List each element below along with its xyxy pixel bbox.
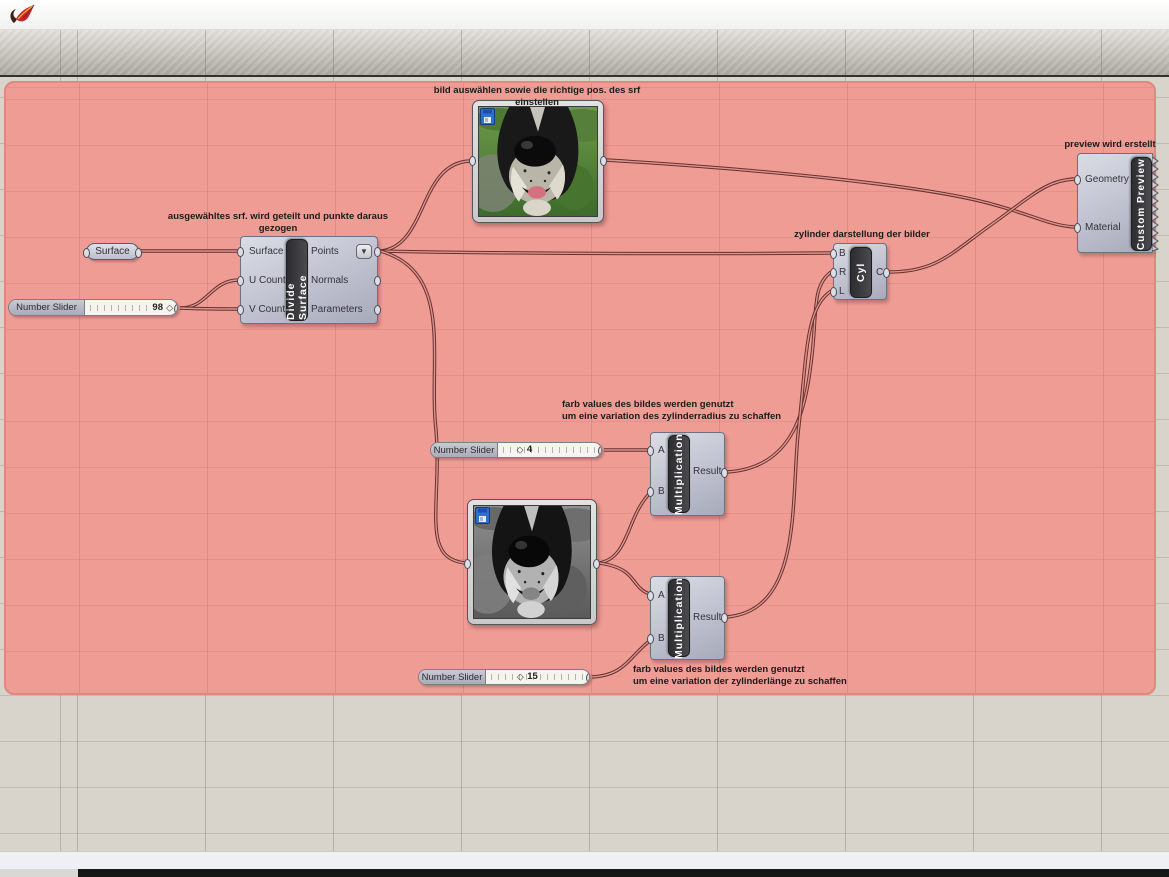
- divide-input-ucount-label: U Count: [249, 275, 286, 286]
- surface-param-output-nub[interactable]: [135, 248, 142, 258]
- note-image-select: bild auswählen sowie die richtige pos. d…: [433, 85, 641, 108]
- bottom-black-bar: [78, 869, 1169, 877]
- slider-radius-output-nub[interactable]: [598, 446, 601, 456]
- divide-output-parameters-nub[interactable]: [374, 305, 381, 315]
- slider-count-output-nub[interactable]: [174, 304, 177, 314]
- cyl-name-capsule[interactable]: Cyl: [850, 247, 872, 298]
- mult2-output-result-nub[interactable]: [721, 613, 728, 623]
- status-strip: [0, 851, 1169, 869]
- image-component-gray[interactable]: [464, 499, 600, 625]
- mult2-input-a-nub[interactable]: [647, 591, 654, 601]
- cyl-input-b-nub[interactable]: [830, 249, 837, 259]
- mult2-input-b-label: B: [658, 633, 665, 644]
- slider-radius-ticks: [503, 447, 595, 453]
- image-component-color[interactable]: [469, 100, 607, 223]
- slider-length-track[interactable]: ◇ 15: [486, 670, 589, 684]
- image-gray-input-nub[interactable]: [464, 559, 471, 569]
- note-divide: ausgewähltes srf. wird geteilt und punkt…: [167, 211, 389, 234]
- divide-surface-name-capsule[interactable]: Divide Surface: [285, 239, 309, 321]
- mult1-input-b-label: B: [658, 486, 665, 497]
- divide-input-vcount-label: V Count: [249, 304, 286, 315]
- mult2-name-capsule[interactable]: Multiplication: [668, 577, 690, 659]
- divide-input-ucount-nub[interactable]: [237, 276, 244, 286]
- cyl-output-c-label: C: [876, 267, 884, 278]
- slider-length-grip-icon[interactable]: ◇: [516, 671, 524, 682]
- dog-photo-gray: [473, 505, 591, 619]
- slider-length-output-nub[interactable]: [586, 673, 589, 683]
- slider-count-grip-icon[interactable]: ◇: [166, 301, 173, 312]
- canvas-top-hatch-band: [0, 30, 1169, 77]
- divide-input-surface-label: Surface: [249, 246, 284, 257]
- slider-radius-track[interactable]: ◇ 4: [498, 443, 601, 457]
- no-output-zigzag-edge: [1152, 157, 1159, 251]
- preview-input-material-label: Material: [1085, 222, 1121, 233]
- divide-output-points-label: Points: [311, 246, 339, 257]
- cyl-input-r-nub[interactable]: [830, 268, 837, 278]
- custom-preview-name-capsule[interactable]: Custom Preview: [1131, 157, 1152, 251]
- bitmap-file-icon: [480, 108, 495, 125]
- cyl-input-r-label: R: [839, 267, 847, 278]
- slider-count-value: 98: [152, 301, 163, 313]
- divide-output-points-nub[interactable]: [374, 247, 381, 257]
- preview-input-geometry-nub[interactable]: [1074, 175, 1081, 185]
- slider-radius-label: Number Slider: [431, 443, 498, 457]
- grasshopper-logo-icon: [10, 4, 35, 23]
- bottom-left-corner: [0, 869, 78, 877]
- slider-length-ticks: [491, 674, 583, 680]
- slider-length-label: Number Slider: [419, 670, 486, 684]
- mult1-input-a-nub[interactable]: [647, 446, 654, 456]
- divide-output-parameters-label: Parameters: [311, 304, 363, 315]
- divide-input-vcount-nub[interactable]: [237, 305, 244, 315]
- mult1-name-capsule[interactable]: Multiplication: [668, 433, 690, 515]
- divide-output-normals-label: Normals: [311, 275, 349, 286]
- title-bar: [0, 0, 1169, 30]
- slider-radius-value: 4: [526, 444, 533, 456]
- mult1-output-result-label: Result: [693, 466, 722, 477]
- mult2-output-result-label: Result: [693, 612, 722, 623]
- mult1-input-a-label: A: [658, 445, 665, 456]
- cyl-input-b-label: B: [839, 248, 846, 259]
- custom-preview-component[interactable]: Geometry Material Custom Preview: [1074, 153, 1159, 253]
- slider-count-label: Number Slider: [9, 300, 85, 315]
- mult2-input-b-nub[interactable]: [647, 634, 654, 644]
- slider-count-ticks: [90, 304, 147, 311]
- cylinder-component[interactable]: B R L Cyl C: [830, 243, 890, 300]
- preview-input-geometry-label: Geometry: [1085, 174, 1129, 185]
- slider-length-value: 15: [527, 671, 538, 683]
- mult1-input-b-nub[interactable]: [647, 487, 654, 497]
- divide-output-normals-nub[interactable]: [374, 276, 381, 286]
- mult1-output-result-nub[interactable]: [721, 468, 728, 478]
- slider-radius-grip-icon[interactable]: ◇: [516, 444, 524, 455]
- multiplication-radius-component[interactable]: A B Multiplication Result: [647, 432, 728, 516]
- dog-photo-color: [478, 106, 598, 217]
- divide-input-surface-nub[interactable]: [237, 247, 244, 257]
- preview-input-material-nub[interactable]: [1074, 223, 1081, 233]
- mult2-input-a-label: A: [658, 590, 665, 601]
- note-cylinder: zylinder darstellung der bilder: [794, 229, 930, 240]
- bitmap-file-icon: [475, 507, 490, 524]
- note-radius: farb values des bildes werden genutzt um…: [562, 399, 782, 422]
- cyl-input-l-label: L: [839, 286, 845, 297]
- slider-count-track[interactable]: 98 ◇: [85, 300, 177, 315]
- surface-param[interactable]: Surface: [83, 243, 142, 260]
- principal-parameter-down-arrow-icon[interactable]: ▼: [356, 244, 372, 259]
- surface-param-label: Surface: [95, 246, 130, 257]
- note-length: farb values des bildes werden genutzt um…: [633, 664, 847, 687]
- surface-param-input-nub[interactable]: [83, 248, 90, 258]
- image-gray-output-nub[interactable]: [593, 559, 600, 569]
- image-color-input-nub[interactable]: [469, 156, 476, 166]
- image-color-output-nub[interactable]: [600, 156, 607, 166]
- multiplication-length-component[interactable]: A B Multiplication Result: [647, 576, 728, 660]
- note-preview: preview wird erstellt: [1064, 139, 1156, 150]
- divide-surface-component[interactable]: Surface U Count V Count Divide Surface P…: [237, 236, 381, 324]
- cyl-input-l-nub[interactable]: [830, 287, 837, 297]
- cyl-output-c-nub[interactable]: [883, 268, 890, 278]
- number-slider-length[interactable]: Number Slider ◇ 15: [418, 669, 590, 685]
- number-slider-radius[interactable]: Number Slider ◇ 4: [430, 442, 602, 458]
- number-slider-count[interactable]: Number Slider 98 ◇: [8, 299, 178, 316]
